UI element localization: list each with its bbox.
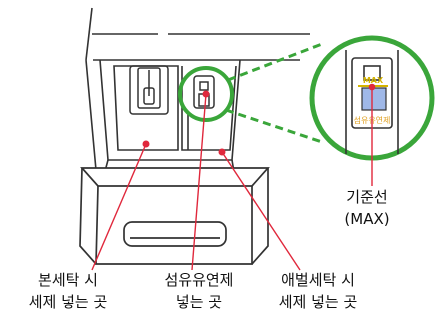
- washer-body-outline: [85, 7, 310, 171]
- main-compartment-insert: [129, 65, 169, 115]
- softener-highlight-circle: [178, 66, 234, 122]
- softener-label-line2: 넣는 곳: [175, 293, 223, 311]
- zoom-guide-lines: [225, 42, 323, 144]
- softener-label: 섬유유연제 넣는 곳: [140, 269, 258, 313]
- main-detergent-label-line1: 본세탁 시: [38, 271, 98, 289]
- max-line-label-line2: (MAX): [344, 210, 390, 228]
- main-detergent-label: 본세탁 시 세제 넣는 곳: [8, 269, 128, 313]
- main-detergent-label-line2: 세제 넣는 곳: [28, 293, 108, 311]
- drawer-handle: [123, 221, 227, 247]
- callout-lines: [91, 83, 376, 271]
- prewash-detergent-label-line2: 세제 넣는 곳: [278, 293, 358, 311]
- max-marker-text: MAX: [363, 76, 384, 85]
- prewash-detergent-label: 애벌세탁 시 세제 넣는 곳: [258, 269, 378, 313]
- softener-label-line1: 섬유유연제: [164, 271, 234, 289]
- max-line-label-line1: 기준선: [346, 188, 388, 206]
- max-line-label: 기준선 (MAX): [322, 186, 412, 230]
- drawer-front: [79, 167, 270, 265]
- softener-liquid-level: [361, 87, 387, 111]
- prewash-detergent-label-line1: 애벌세탁 시: [281, 271, 355, 289]
